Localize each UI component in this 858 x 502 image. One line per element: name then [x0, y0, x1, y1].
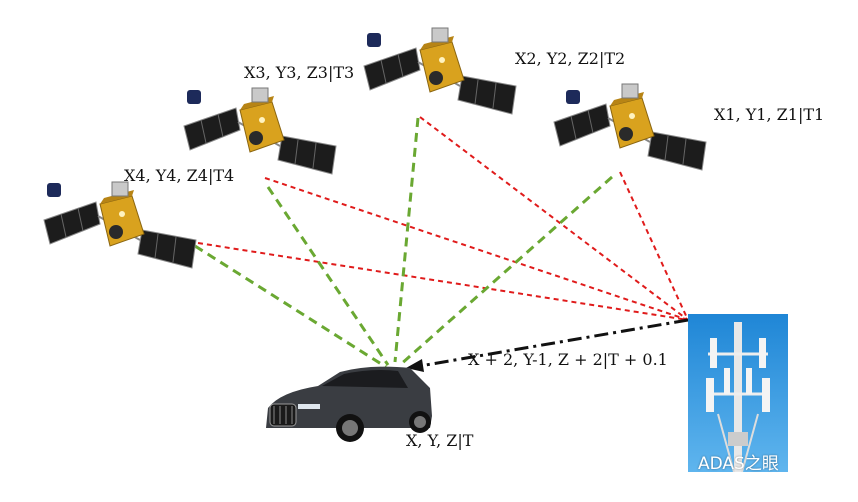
sat2-coords-label: X2, Y2, Z2|T2: [515, 49, 625, 68]
gnss-signals: [195, 118, 612, 367]
sat3-coords-label: X3, Y3, Z3|T3: [244, 63, 354, 82]
sat1-coords-label: X1, Y1, Z1|T1: [714, 105, 824, 124]
news-badge-sat4: [47, 183, 61, 197]
satellite-2-icon: [364, 28, 516, 114]
gnss-signal-sat4: [195, 246, 386, 367]
tower-link-sat2: [420, 117, 688, 320]
tower-links: [198, 117, 688, 320]
news-badge-sat1: [566, 90, 580, 104]
watermark: ADAS之眼: [698, 449, 779, 474]
tower-correction-label: X + 2, Y-1, Z + 2|T + 0.1: [468, 350, 668, 369]
gnss-signal-sat1: [400, 177, 612, 365]
car-coords-label: X, Y, Z|T: [406, 431, 473, 450]
satellite-4-icon: [44, 182, 196, 268]
news-badge-sat2: [367, 33, 381, 47]
tower-link-sat1: [620, 172, 688, 320]
news-badge-sat3: [187, 90, 201, 104]
gnss-signal-sat2: [395, 118, 418, 362]
satellite-3-icon: [184, 88, 336, 174]
tower-link-sat4: [198, 243, 688, 320]
sat4-coords-label: X4, Y4, Z4|T4: [124, 166, 234, 185]
